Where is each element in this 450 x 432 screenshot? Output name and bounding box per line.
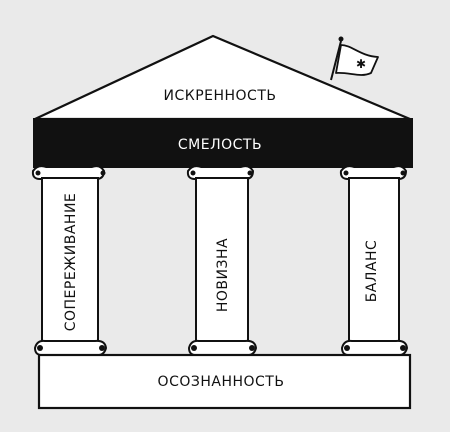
- beam: [33, 118, 413, 168]
- column-2-label: НОВИЗНА: [215, 237, 231, 313]
- base-label: ОСОЗНАННОСТЬ: [157, 374, 285, 390]
- column-1: [31, 165, 108, 357]
- column-2: [186, 165, 258, 357]
- roof-label: ИСКРЕННОСТЬ: [163, 88, 277, 104]
- column-3: [339, 165, 409, 357]
- star-flag-icon: ✱: [330, 36, 379, 81]
- column-3-label: БАЛАНС: [364, 239, 380, 303]
- base: [37, 353, 412, 410]
- beam-label: СМЕЛОСТЬ: [177, 137, 263, 153]
- svg-text:✱: ✱: [356, 57, 366, 71]
- column-1-label: СОПЕРЕЖИВАНИЕ: [63, 192, 79, 332]
